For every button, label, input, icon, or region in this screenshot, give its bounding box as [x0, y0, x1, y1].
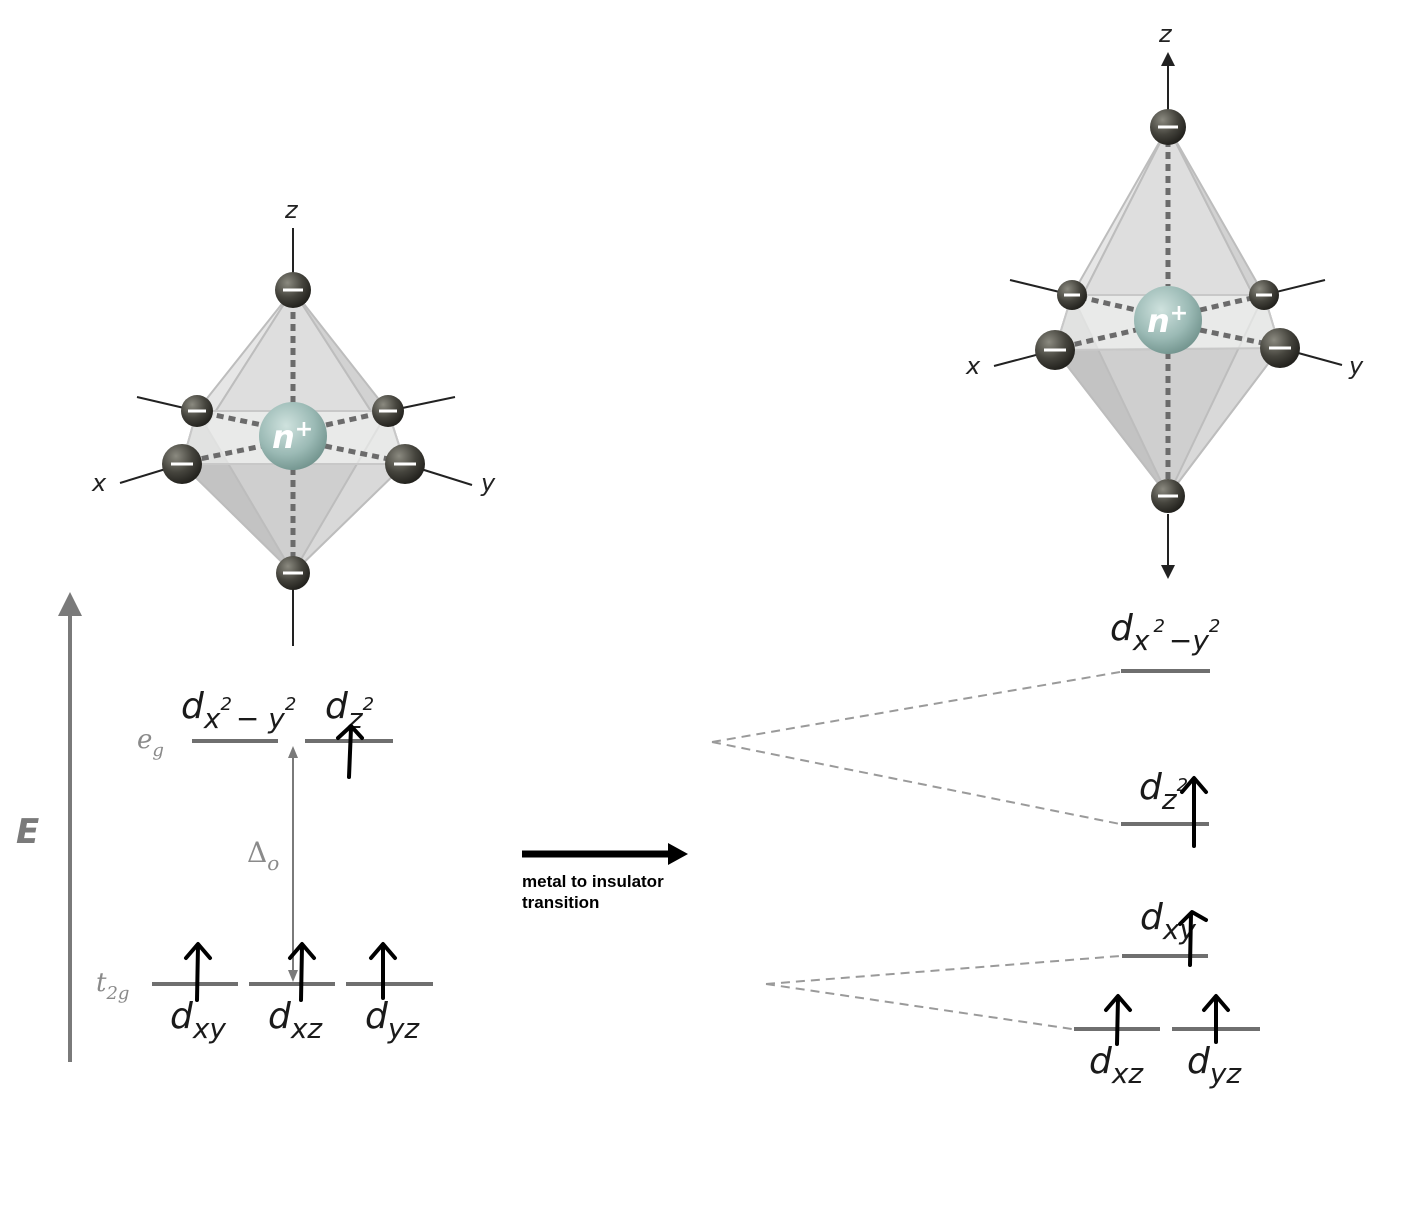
left-electron-dxz	[288, 942, 316, 1002]
left-label-dx2y2: dx2− y2	[181, 686, 296, 735]
left-ligand-x	[162, 444, 202, 484]
right-octahedron: n+ z x y	[965, 20, 1364, 579]
right-z-label: z	[1158, 20, 1173, 48]
right-label-dz2: dz2	[1139, 767, 1188, 816]
left-label-dz2: dz2	[325, 686, 374, 735]
left-label-dyz: dyz	[365, 996, 420, 1045]
left-z-label: z	[284, 196, 299, 224]
energy-label: E	[16, 812, 39, 852]
right-ligand-top	[1150, 109, 1186, 145]
left-ligand-back-left	[181, 395, 213, 427]
delta-label: Δo	[247, 836, 279, 875]
right-ligand-bottom	[1151, 479, 1185, 513]
right-label-dxz: dxz	[1089, 1041, 1144, 1090]
left-x-label: x	[91, 469, 107, 497]
left-y-label: y	[480, 469, 496, 497]
delta-arrow-head-bottom	[288, 970, 298, 982]
left-ligand-bottom	[276, 556, 310, 590]
right-y-label: y	[1348, 352, 1364, 380]
right-metal-ion	[1134, 286, 1202, 354]
right-ligand-x	[1035, 330, 1075, 370]
delta-arrow-head-top	[288, 746, 298, 758]
right-label-dyz: dyz	[1187, 1041, 1242, 1090]
right-metal-ion-label: n+	[1147, 301, 1188, 340]
energy-axis: E	[16, 592, 82, 1062]
left-metal-ion	[259, 402, 327, 470]
right-electron-dxz	[1104, 994, 1132, 1046]
right-z-arrowhead-top	[1161, 52, 1175, 66]
left-label-dxz: dxz	[268, 996, 323, 1045]
left-ligand-top	[275, 272, 311, 308]
transition-arrow: metal to insulator transition	[522, 843, 688, 912]
left-metal-ion-label: n+	[272, 417, 313, 456]
right-electron-dyz	[1202, 994, 1230, 1044]
transition-caption-line1: metal to insulator	[522, 872, 664, 891]
eg-label: eg	[137, 725, 164, 761]
left-electron-dyz	[369, 942, 397, 1000]
left-level-diagram: Δo eg t2g dx2− y2 dz2 dxy dxz dyz	[96, 686, 433, 1045]
left-octahedron: n+ z x y	[91, 196, 496, 646]
right-electron-dz2	[1180, 776, 1208, 848]
left-electron-dxy	[184, 942, 212, 1002]
transition-caption-line2: transition	[522, 893, 599, 912]
energy-axis-arrowhead	[58, 592, 82, 616]
right-label-dxy: dxy	[1140, 897, 1196, 946]
right-ligand-y	[1260, 328, 1300, 368]
left-ligand-y	[385, 444, 425, 484]
right-x-label: x	[965, 352, 981, 380]
right-ligand-back-left	[1057, 280, 1087, 310]
left-label-dxy: dxy	[170, 996, 226, 1045]
right-bonds	[1062, 140, 1273, 484]
correlation-lines	[711, 671, 1121, 1030]
left-bonds	[189, 300, 399, 563]
right-electron-dxy	[1178, 910, 1208, 967]
t2g-label: t2g	[96, 968, 129, 1004]
left-electron-dz2	[336, 724, 364, 779]
right-ligand-back-right	[1249, 280, 1279, 310]
transition-arrow-head	[668, 843, 688, 865]
left-ligand-back-right	[372, 395, 404, 427]
right-z-arrowhead-bottom	[1161, 565, 1175, 579]
